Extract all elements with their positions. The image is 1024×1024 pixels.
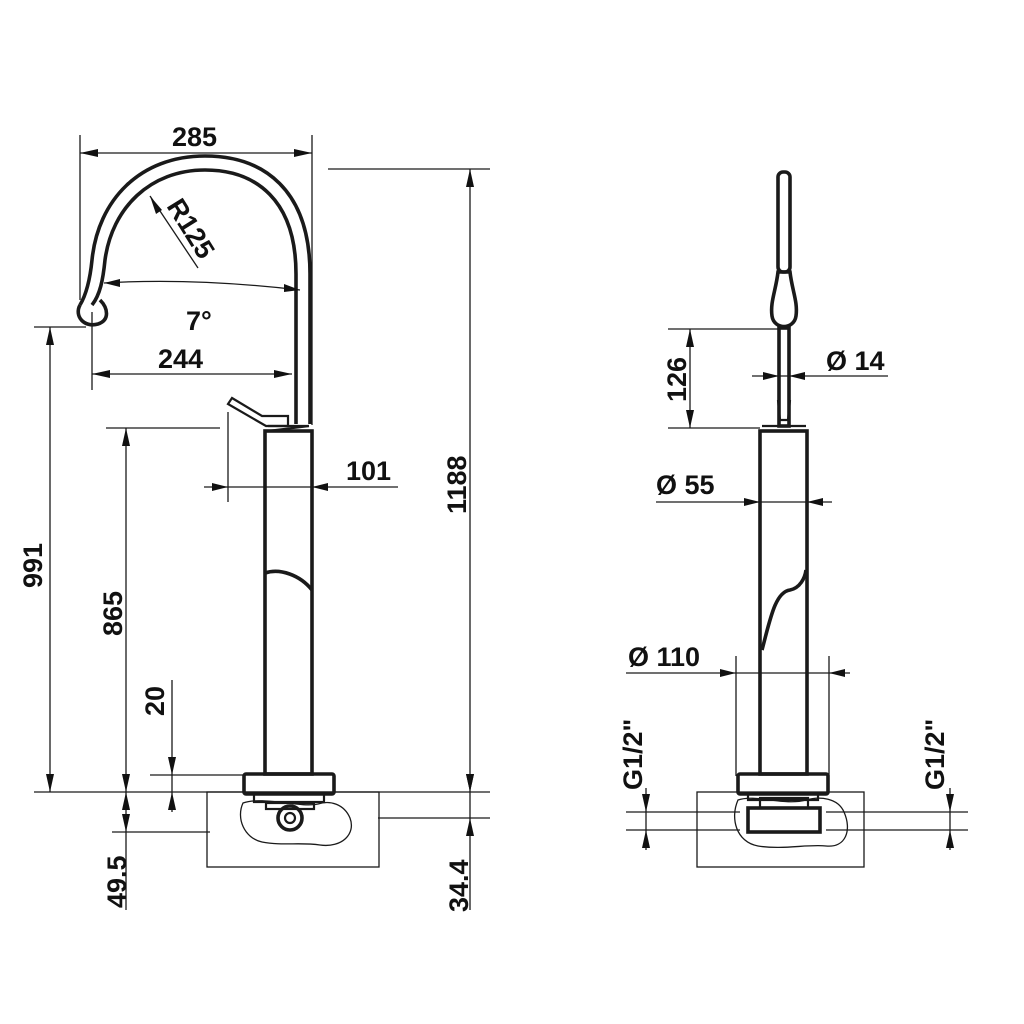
spout-right [769,170,799,428]
spout-left [76,154,312,424]
spout-width-label: 285 [172,122,217,152]
spout-radius-label: R125 [161,193,221,264]
pipe-depth-label: 49.5 [102,855,132,908]
spout-diameter-label: Ø 14 [826,346,885,376]
base-flange-right [736,772,830,802]
side-view: 285 R125 7° 244 101 991 865 [18,122,490,912]
handle-height-label: 126 [662,357,692,402]
lever-left [226,396,290,428]
body-diameter-label: Ø 55 [656,470,715,500]
body-height-label: 865 [98,591,128,636]
outlet-height-label: 991 [18,543,48,588]
base-height-label: 20 [140,686,170,716]
base-diameter-label: Ø 110 [628,642,700,672]
front-view: 126 Ø 14 Ø 55 Ø 110 G1/2" G1/2" [618,170,968,868]
body-column-left [263,424,314,776]
spout-angle-label: 7° [186,306,212,336]
body-column-right [758,424,809,776]
thread-right-label: G1/2" [920,719,950,790]
flange-depth-label: 34.4 [444,859,474,912]
base-flange-left [242,772,336,804]
lever-offset-label: 101 [346,456,391,486]
spout-reach-label: 244 [158,344,203,374]
thread-left-label: G1/2" [618,719,648,790]
floor-section-left [206,791,380,868]
overall-height-label: 1188 [442,455,472,514]
